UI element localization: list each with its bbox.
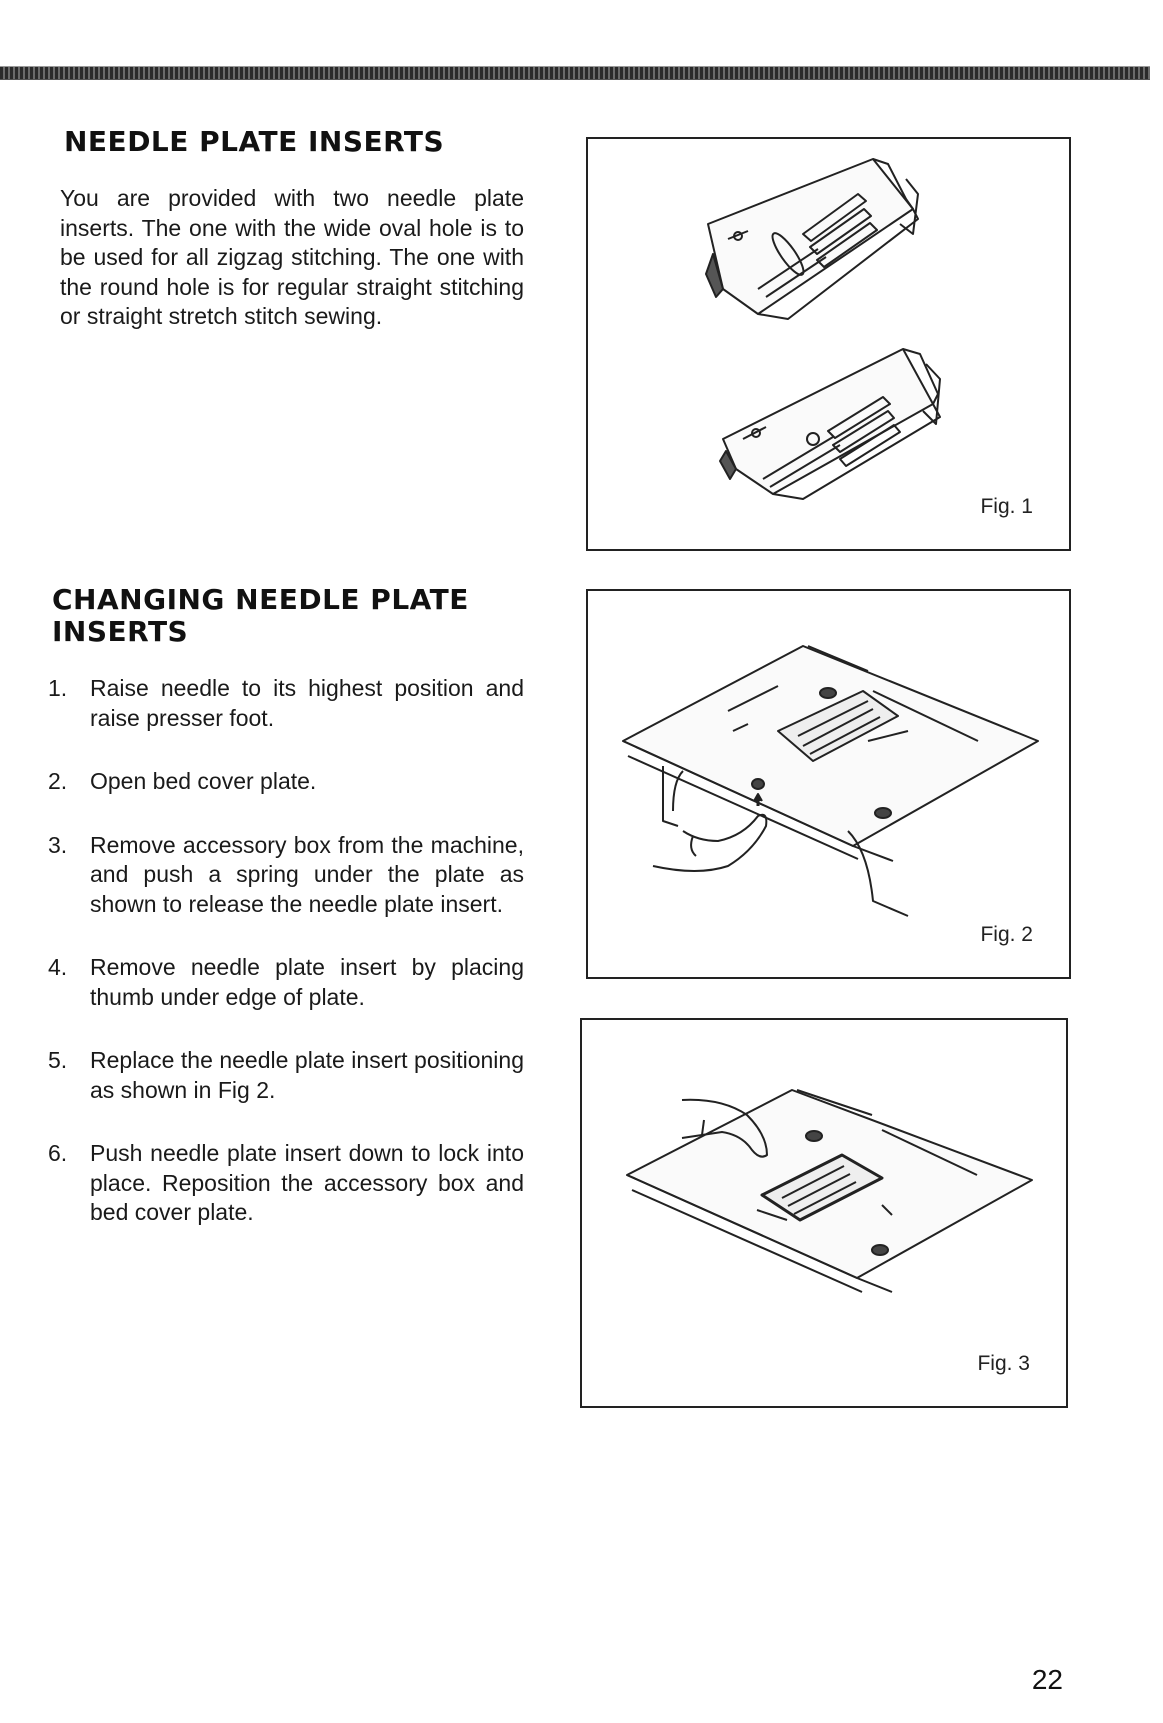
- figure-label: Fig. 3: [977, 1352, 1030, 1375]
- step-2: 2. Open bed cover plate.: [48, 767, 524, 797]
- step-1: 1. Raise needle to its highest position a…: [48, 674, 524, 733]
- step-number: 4.: [48, 954, 68, 980]
- step-5: 5. Replace the needle plate insert positi…: [48, 1046, 524, 1105]
- step-text: Open bed cover plate.: [90, 768, 317, 794]
- step-list: 1. Raise needle to its highest position a…: [48, 674, 524, 1262]
- intro-paragraph: You are provided with two needle plate i…: [60, 185, 524, 329]
- step-6: 6. Push needle plate insert down to lock …: [48, 1139, 524, 1228]
- step-number: 1.: [48, 675, 68, 701]
- needle-plate-inserts-illustration: [705, 158, 941, 500]
- step-number: 2.: [48, 768, 68, 794]
- step-4: 4. Remove needle plate insert by placing …: [48, 953, 524, 1012]
- step-number: 6.: [48, 1140, 68, 1166]
- section-title-needle-plate-inserts: NEEDLE PLATE INSERTS: [64, 125, 445, 158]
- step-3: 3. Remove accessory box from the machine,…: [48, 831, 524, 920]
- figure-1: Fig. 1: [586, 137, 1071, 551]
- insert-placement-illustration: [626, 1089, 1033, 1293]
- step-number: 3.: [48, 831, 68, 858]
- header-rule: [0, 66, 1150, 80]
- figure-3: Fig. 3: [580, 1018, 1068, 1408]
- step-text: Remove needle plate insert by placing th…: [90, 954, 524, 1010]
- step-text: Replace the needle plate insert position…: [90, 1047, 524, 1103]
- step-text: Remove accessory box from the machine, a…: [90, 831, 524, 917]
- figure-label: Fig. 2: [980, 923, 1033, 946]
- section-title-changing-inserts: CHANGING NEEDLE PLATE INSERTS: [52, 583, 469, 648]
- step-text: Push needle plate insert down to lock in…: [90, 1140, 524, 1225]
- figure-2: Fig. 2: [586, 589, 1071, 979]
- figure-label: Fig. 1: [980, 495, 1033, 518]
- step-number: 5.: [48, 1047, 68, 1073]
- release-insert-illustration: [622, 645, 1039, 917]
- page-number: 22: [1031, 1664, 1063, 1695]
- step-text: Raise needle to its highest position and…: [90, 675, 524, 731]
